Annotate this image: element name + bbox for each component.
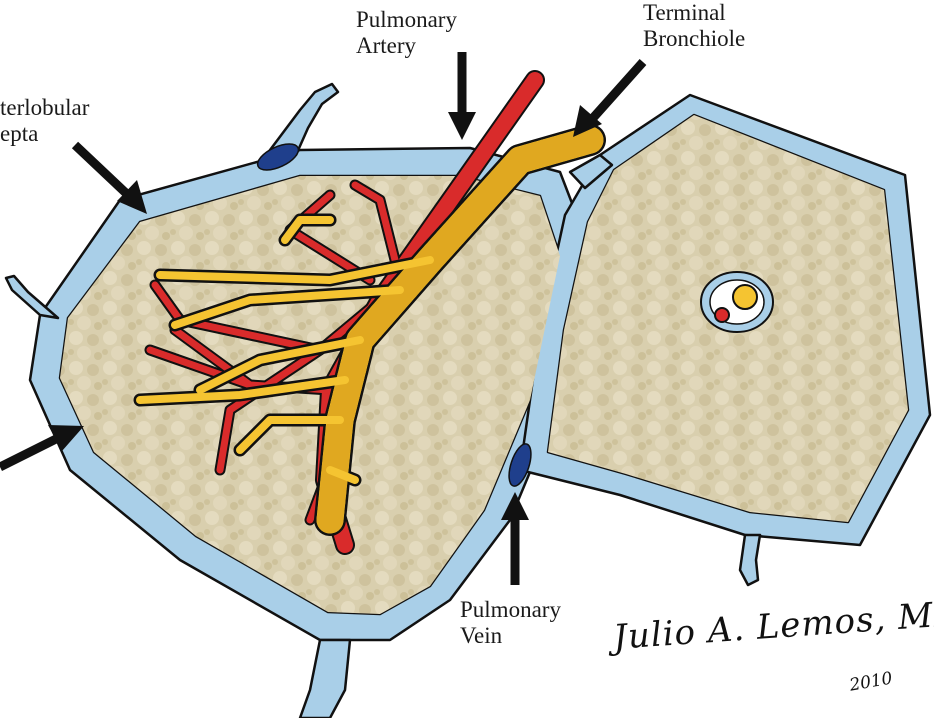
label-pulmonary-vein: Pulmonary Vein [460, 597, 561, 649]
arrow-interlobular-septa-upper [75, 145, 147, 214]
label-pulmonary-artery: Pulmonary Artery [356, 7, 457, 59]
bundle-artery [715, 308, 729, 322]
septum-branch-bottom [300, 640, 350, 718]
label-pulmonary-vein-line1: Pulmonary [460, 597, 561, 623]
septum-branch-left [6, 276, 58, 318]
label-pulmonary-vein-line2: Vein [460, 623, 561, 649]
bundle-bronchiole [733, 285, 757, 309]
arrow-terminal-bronchiole [573, 62, 643, 137]
label-pulmonary-artery-line1: Pulmonary [356, 7, 457, 33]
septum-branch-br [740, 535, 760, 585]
label-terminal-bronchiole: Terminal Bronchiole [643, 0, 745, 52]
arrow-pulmonary-artery [448, 52, 476, 140]
label-terminal-bronchiole-line2: Bronchiole [643, 26, 745, 52]
centrilobular-bundle [701, 272, 773, 332]
label-interlobular-septa-line1: terlobular [0, 95, 89, 121]
septum-branch-top [270, 84, 338, 155]
label-interlobular-septa: terlobular epta [0, 95, 89, 147]
label-interlobular-septa-line2: epta [0, 121, 89, 147]
label-pulmonary-artery-line2: Artery [356, 33, 457, 59]
label-terminal-bronchiole-line1: Terminal [643, 0, 745, 26]
